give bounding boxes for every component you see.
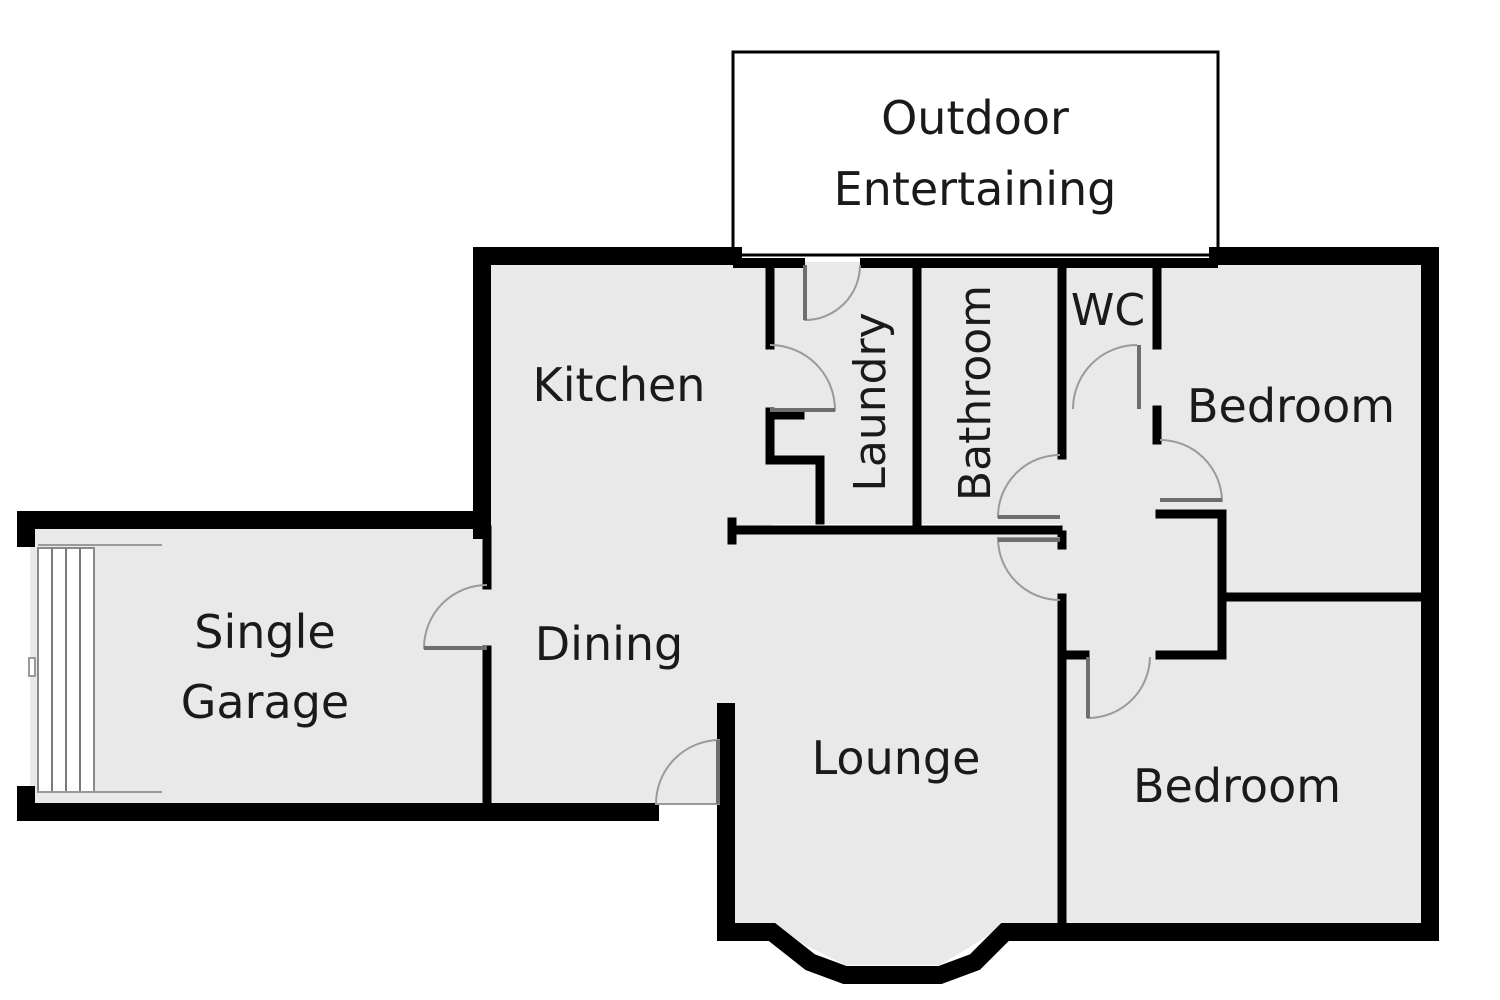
wall-garage-top	[17, 511, 491, 547]
bedroom-1-floor	[1155, 262, 1427, 597]
kitchen-label: Kitchen	[533, 358, 706, 412]
dining-label: Dining	[535, 617, 684, 671]
floor-areas	[30, 262, 1427, 965]
door-kitchen-laundry	[769, 344, 837, 411]
bathroom-label: Bathroom	[950, 285, 1001, 501]
garage-floor	[30, 528, 482, 804]
wall-laundry-notch	[765, 407, 825, 525]
laundry-label: Laundry	[845, 312, 896, 491]
bathroom-floor	[917, 262, 1060, 524]
interior-walls	[482, 260, 1432, 930]
lounge-floor	[732, 530, 1060, 965]
roller-door-handle	[28, 657, 36, 677]
door-bathroom	[996, 454, 1061, 518]
kitchen-dining-floor	[482, 262, 732, 804]
door-lounge-hall	[996, 537, 1061, 601]
lounge-label: Lounge	[812, 731, 981, 785]
outdoor-label-line2: Entertaining	[834, 162, 1117, 216]
bedroom-2-floor	[1060, 597, 1427, 927]
bedroom-1-label: Bedroom	[1187, 379, 1395, 433]
wall-garage-bottom	[17, 786, 659, 821]
wc-label: WC	[1071, 285, 1145, 336]
wall-bedroom-1-lower	[1155, 509, 1227, 660]
outdoor-entertaining-area	[731, 50, 1220, 257]
door-bedroom-1	[1159, 439, 1223, 503]
garage-label-line2: Garage	[181, 675, 349, 729]
bedroom-2-label: Bedroom	[1133, 759, 1341, 813]
kitchen-upper-floor	[732, 262, 772, 530]
door-laundry-outdoor	[804, 264, 861, 322]
door-front-entry	[654, 739, 721, 805]
room-labels: Outdoor Entertaining Kitchen Laundry Bat…	[181, 91, 1395, 813]
door-wc	[1072, 344, 1138, 410]
garage-label-line1: Single	[194, 605, 335, 659]
outdoor-label-line1: Outdoor	[881, 91, 1069, 145]
door-bedroom-2	[1087, 656, 1151, 720]
door-garage-dining	[422, 584, 488, 649]
wall-top-left	[473, 247, 742, 539]
wall-lounge	[717, 703, 1077, 984]
laundry-floor	[772, 262, 917, 524]
garage-roller-door	[28, 544, 162, 793]
doors	[422, 264, 1223, 805]
